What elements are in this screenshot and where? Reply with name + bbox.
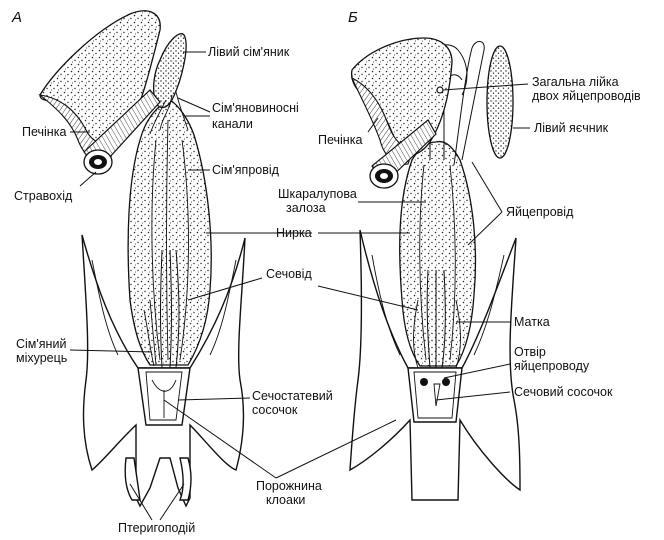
label-sperm-duct: Сім'япровід (212, 163, 280, 177)
pterygopodium-right (178, 457, 192, 501)
label-common-funnel-2: двох яйцепроводів (532, 89, 641, 103)
label-left-testis: Лівий сім'яник (208, 45, 290, 59)
label-liver-b: Печінка (318, 133, 362, 147)
label-seminal-vesicle-2: міхурець (16, 351, 67, 365)
panel-label-a: А (11, 9, 22, 26)
label-oviduct-opening-2: яйцепроводу (514, 359, 590, 373)
label-cloaca-2: клоаки (266, 493, 305, 507)
label-ureter: Сечовід (266, 267, 312, 281)
label-shell-gland-2: залоза (286, 201, 326, 215)
label-esophagus-a: Стравохід (14, 189, 73, 203)
left-testis (153, 33, 187, 109)
female-body-outline (349, 229, 521, 501)
label-seminal-vesicle-1: Сім'яний (16, 337, 66, 351)
label-urogenital-papilla-1: Сечостатевий (252, 389, 333, 403)
left-ovary (486, 45, 514, 159)
male-specimen (38, 10, 246, 508)
leader-lines (69, 51, 530, 521)
female-specimen (349, 37, 521, 501)
label-oviduct: Яйцепровід (506, 205, 574, 219)
female-liver-fold (350, 76, 415, 165)
label-liver-a: Печінка (22, 125, 66, 139)
label-common-funnel-1: Загальна лійка (532, 75, 619, 89)
labels: А Б Лівий сім'яник Сім'яновиносні канали… (11, 9, 641, 535)
male-kidney (127, 99, 212, 366)
label-oviduct-opening-1: Отвір (514, 345, 546, 359)
label-urinary-papilla: Сечовий сосочок (514, 385, 613, 399)
label-efferent-ducts-2: канали (212, 117, 253, 131)
label-efferent-ducts-1: Сім'яновиносні (212, 101, 299, 115)
label-kidney: Нирка (276, 226, 312, 240)
label-urogenital-papilla-2: сосочок (252, 403, 298, 417)
label-left-ovary: Лівий яєчник (534, 121, 609, 135)
female-kidney (399, 140, 477, 367)
label-uterus: Матка (514, 315, 550, 329)
label-pterygopodium: Птеригоподій (118, 521, 195, 535)
label-cloaca-1: Порожнина (256, 479, 322, 493)
label-shell-gland-1: Шкаралупова (278, 187, 357, 201)
panel-label-b: Б (348, 9, 358, 26)
